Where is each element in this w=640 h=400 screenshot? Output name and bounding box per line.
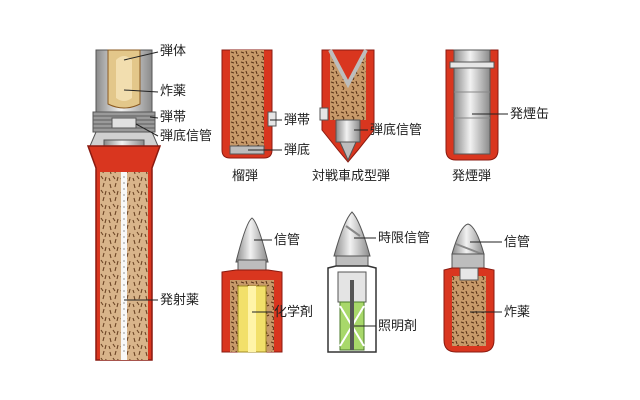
illumination-label-illuminant: 照明剤 — [378, 320, 417, 333]
smoke-label-canister: 発煙缶 — [510, 108, 549, 121]
smoke-caption: 発煙弾 — [452, 170, 491, 183]
smoke-shell — [446, 50, 498, 160]
illumination-shell — [328, 212, 376, 352]
he-label-base: 弾底 — [284, 144, 310, 157]
label-shell-body: 弾体 — [160, 45, 186, 58]
explosive-label-fuze: 信管 — [504, 236, 530, 249]
label-band: 弾帯 — [160, 111, 186, 124]
heat-caption: 対戦車成型弾 — [312, 170, 390, 183]
cartridge-base-fuze — [112, 118, 136, 128]
label-charge: 炸薬 — [160, 85, 186, 98]
cartridge-cutaway — [88, 50, 160, 360]
heat-label-base-fuze: 弾底信管 — [370, 124, 422, 137]
chemical-label-agent: 化学剤 — [274, 306, 313, 319]
heat-shell — [320, 50, 374, 162]
he-shell — [222, 50, 276, 158]
he-caption: 榴弾 — [232, 170, 258, 183]
explosive-label-charge: 炸薬 — [504, 306, 530, 319]
chemical-shell — [222, 218, 282, 352]
illumination-label-time-fuze: 時限信管 — [378, 232, 430, 245]
label-propellant: 発射薬 — [160, 294, 199, 307]
explosive-shell — [444, 224, 494, 352]
chemical-label-fuze: 信管 — [274, 234, 300, 247]
he-label-band: 弾帯 — [284, 114, 310, 127]
label-base-fuze: 弾底信管 — [160, 130, 212, 143]
